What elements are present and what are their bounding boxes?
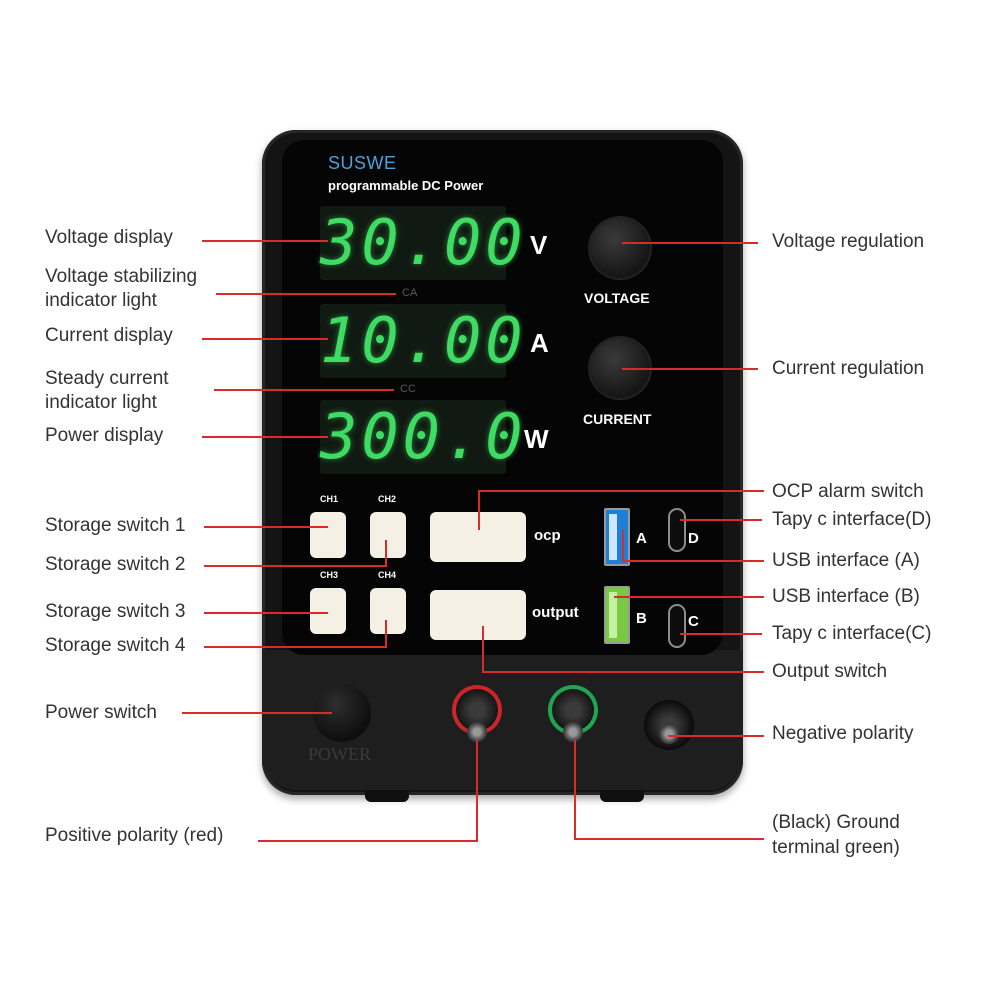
label-negative: Negative polarity — [772, 723, 914, 744]
type-c-port-c[interactable] — [668, 604, 686, 648]
ch1-label: CH1 — [320, 494, 339, 504]
label-steady-current-1: Steady current — [45, 368, 169, 389]
leader-storage-3 — [204, 612, 328, 614]
label-voltage-display: Voltage display — [45, 227, 173, 248]
label-output-switch: Output switch — [772, 661, 888, 682]
current-knob-label: CURRENT — [583, 411, 652, 427]
leader-negative — [668, 735, 764, 737]
leader-storage-4-v — [385, 620, 387, 648]
leader-current-display — [202, 338, 328, 340]
leader-usb-a-v — [622, 530, 624, 562]
label-voltage-stabilizing-1: Voltage stabilizing — [45, 266, 198, 287]
leader-storage-2-v — [385, 540, 387, 567]
power-reading: 300.0 — [320, 400, 527, 473]
voltage-reading: 30.00 — [320, 206, 527, 279]
label-voltage-stabilizing-2: indicator light — [45, 290, 157, 311]
device-subtitle: programmable DC Power — [328, 178, 484, 193]
leader-tapy-d — [680, 519, 762, 521]
port-d-label: D — [688, 530, 699, 547]
device-foot-right — [600, 790, 644, 802]
leader-storage-4-h — [204, 646, 386, 648]
voltage-knob[interactable] — [590, 218, 650, 278]
leader-steady-current — [214, 389, 394, 391]
power-display: 300.0 — [320, 400, 527, 474]
type-c-port-d[interactable] — [668, 508, 686, 552]
ch2-label: CH2 — [378, 494, 397, 504]
label-ground-2: terminal green) — [772, 837, 900, 858]
usb-port-b-tongue — [609, 592, 617, 638]
leader-voltage-display — [202, 240, 328, 242]
leader-storage-1 — [204, 526, 328, 528]
label-positive: Positive polarity (red) — [45, 825, 224, 846]
leader-power-switch — [182, 712, 332, 714]
label-usb-a: USB interface (A) — [772, 550, 920, 571]
unit-watts: W — [524, 424, 549, 454]
storage-switch-4[interactable] — [370, 588, 406, 634]
label-current-display: Current display — [45, 325, 173, 346]
usb-port-b[interactable] — [604, 586, 630, 644]
voltage-knob-label: VOLTAGE — [584, 290, 650, 306]
positive-terminal-core — [467, 722, 487, 742]
label-steady-current-2: indicator light — [45, 392, 157, 413]
ch4-label: CH4 — [378, 570, 397, 580]
label-tapy-c: Tapy c interface(C) — [772, 623, 932, 644]
leader-ground-h — [574, 838, 764, 840]
storage-switch-1[interactable] — [310, 512, 346, 558]
leader-ground-v — [574, 740, 576, 840]
output-button[interactable] — [430, 590, 526, 640]
voltage-display: 30.00 — [320, 206, 527, 280]
unit-amps: A — [530, 328, 549, 358]
leader-current-regulation — [622, 368, 758, 370]
negative-terminal-core — [659, 724, 679, 744]
output-label: output — [532, 604, 579, 621]
indicator-ca: CA — [402, 287, 418, 299]
leader-ocp-h — [478, 490, 764, 492]
storage-switch-3[interactable] — [310, 588, 346, 634]
leader-usb-a-h — [622, 560, 764, 562]
label-voltage-regulation: Voltage regulation — [772, 231, 925, 252]
leader-output-h — [482, 671, 764, 673]
label-storage-1: Storage switch 1 — [45, 515, 186, 536]
leader-output-v — [482, 626, 484, 672]
label-usb-b: USB interface (B) — [772, 586, 920, 607]
label-tapy-d: Tapy c interface(D) — [772, 509, 932, 530]
leader-positive-h — [258, 840, 478, 842]
ocp-label: ocp — [534, 527, 561, 544]
current-reading: 10.00 — [320, 304, 527, 377]
label-power-display: Power display — [45, 425, 164, 446]
port-a-label: A — [636, 530, 647, 547]
storage-switch-2[interactable] — [370, 512, 406, 558]
label-storage-3: Storage switch 3 — [45, 601, 186, 622]
unit-volts: V — [530, 230, 548, 260]
usb-port-a-tongue — [609, 514, 617, 560]
port-c-label: C — [688, 613, 699, 630]
leader-positive-v — [476, 740, 478, 842]
current-display: 10.00 — [320, 304, 527, 378]
leader-usb-b — [614, 596, 764, 598]
leader-voltage-regulation — [622, 242, 758, 244]
indicator-cc: CC — [400, 383, 416, 395]
leader-voltage-stabilizing — [216, 293, 396, 295]
leader-storage-2-h — [204, 565, 386, 567]
label-power-switch: Power switch — [45, 702, 157, 723]
brand-name: SUSWE — [328, 153, 397, 173]
label-storage-2: Storage switch 2 — [45, 554, 186, 575]
device-foot-left — [365, 790, 409, 802]
ground-terminal-core — [563, 722, 583, 742]
label-storage-4: Storage switch 4 — [45, 635, 186, 656]
ch3-label: CH3 — [320, 570, 339, 580]
label-ocp-alarm: OCP alarm switch — [772, 481, 924, 502]
label-ground-1: (Black) Ground — [772, 812, 900, 833]
leader-tapy-c — [680, 633, 762, 635]
label-current-regulation: Current regulation — [772, 358, 925, 379]
usb-port-a[interactable] — [604, 508, 630, 566]
leader-ocp-v — [478, 490, 480, 530]
power-switch-label: POWER — [308, 744, 371, 764]
port-b-label: B — [636, 610, 647, 627]
leader-power-display — [202, 436, 328, 438]
